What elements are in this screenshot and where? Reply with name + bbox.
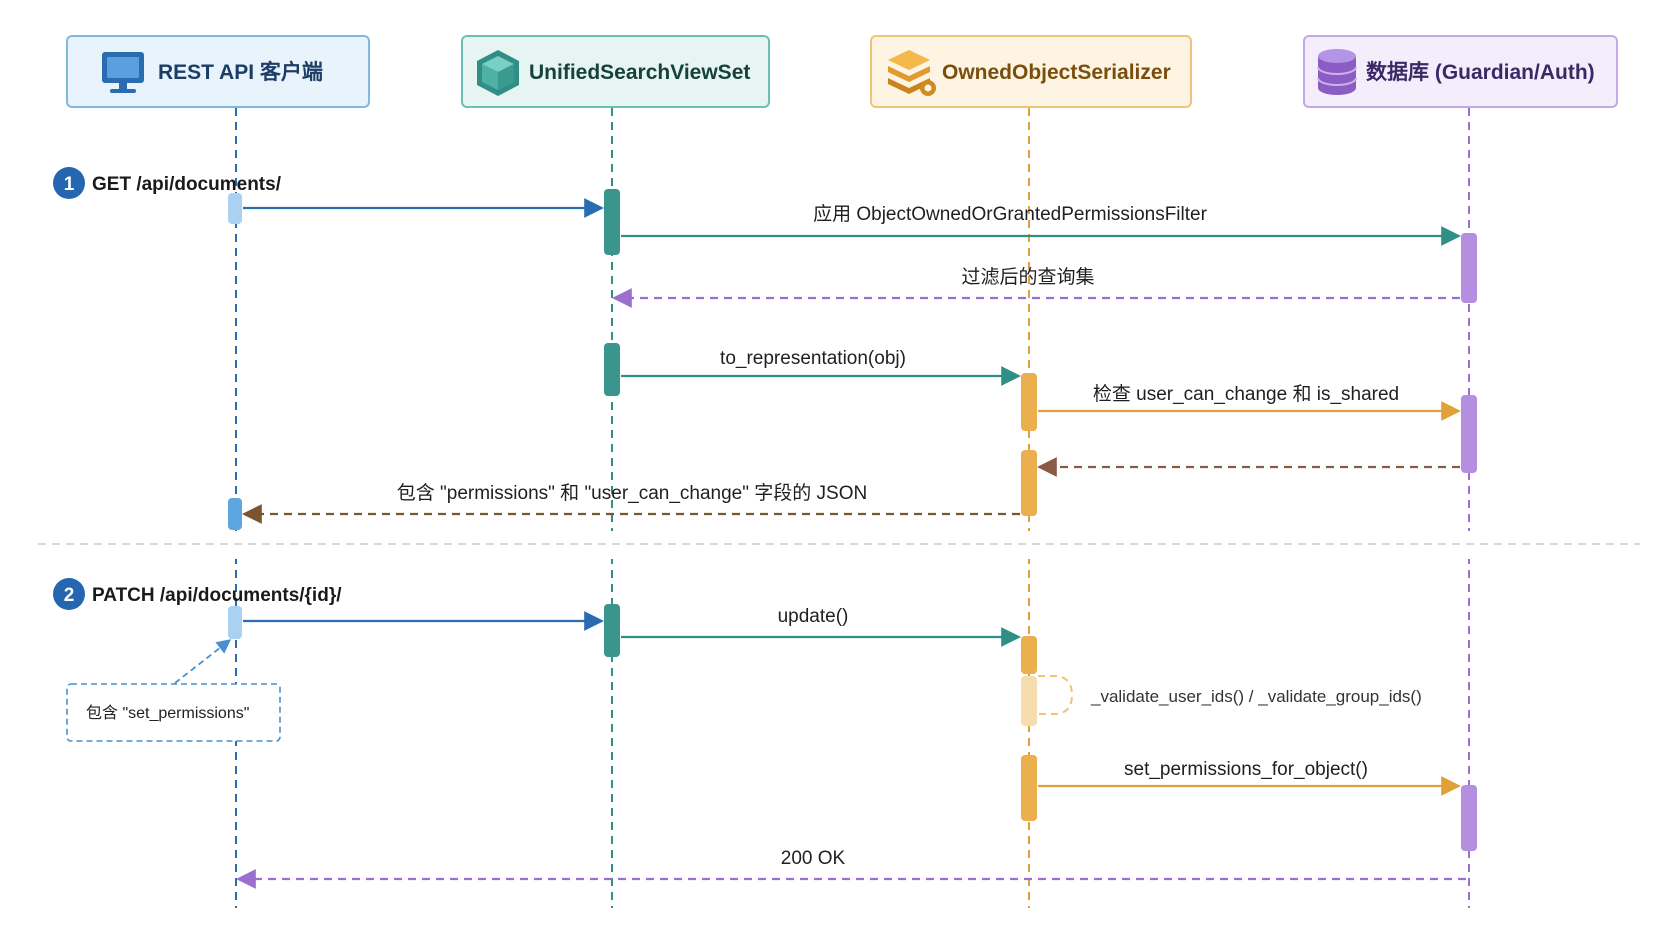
activation-client-3 xyxy=(228,606,242,639)
message-label-9: update() xyxy=(778,606,849,627)
message-label-12: 200 OK xyxy=(781,848,846,869)
cube-icon xyxy=(477,50,519,96)
actor-serializer: OwnedObjectSerializer xyxy=(870,35,1192,108)
database-icon xyxy=(1317,49,1357,95)
step-2-label: PATCH /api/documents/{id}/ xyxy=(92,585,342,606)
activation-database-3 xyxy=(1461,785,1477,851)
actor-viewset: UnifiedSearchViewSet xyxy=(461,35,770,108)
activation-database-2 xyxy=(1461,395,1477,473)
step-2: 2 PATCH /api/documents/{id}/ xyxy=(53,578,342,610)
message-label-3: 过滤后的查询集 xyxy=(961,266,1094,288)
activation-client-1 xyxy=(228,193,242,224)
message-label-7: 包含 "permissions" 和 "user_can_change" 字段的… xyxy=(397,482,867,504)
monitor-icon xyxy=(102,52,144,93)
layers-gear-icon xyxy=(888,50,936,96)
message-label-10: _validate_user_ids() / _validate_group_i… xyxy=(1090,687,1422,706)
actor-label-database: 数据库 (Guardian/Auth) xyxy=(1366,60,1595,84)
message-label-2: 应用 ObjectOwnedOrGrantedPermissionsFilter xyxy=(813,203,1208,225)
activation-viewset-3 xyxy=(604,604,620,657)
activation-serializer-3 xyxy=(1021,636,1037,674)
actor-database: 数据库 (Guardian/Auth) xyxy=(1303,35,1618,108)
activation-viewset-1 xyxy=(604,189,620,255)
activation-serializer-4 xyxy=(1021,676,1037,726)
note-set-permissions: 包含 "set_permissions" xyxy=(66,639,281,742)
activation-serializer-2 xyxy=(1021,450,1037,516)
message-label-11: set_permissions_for_object() xyxy=(1124,759,1368,780)
actor-client: REST API 客户端 xyxy=(66,35,370,108)
activation-viewset-2 xyxy=(604,343,620,396)
activation-serializer-5 xyxy=(1021,755,1037,821)
step-1: 1 GET /api/documents/ xyxy=(53,167,282,199)
activation-serializer-1 xyxy=(1021,373,1037,431)
message-label-5: 检查 user_can_change 和 is_shared xyxy=(1093,383,1399,405)
self-call-arrow xyxy=(1038,675,1074,715)
activation-client-2 xyxy=(228,498,242,530)
note-connector-arrow xyxy=(174,639,232,684)
step-1-number: 1 xyxy=(64,174,75,195)
actor-label-viewset: UnifiedSearchViewSet xyxy=(529,61,750,84)
activation-database-1 xyxy=(1461,233,1477,303)
note-label: 包含 "set_permissions" xyxy=(86,704,249,722)
step-2-number: 2 xyxy=(64,585,75,606)
actor-label-client: REST API 客户端 xyxy=(158,60,323,84)
message-label-4: to_representation(obj) xyxy=(720,348,906,369)
step-1-label: GET /api/documents/ xyxy=(92,174,282,195)
actor-label-serializer: OwnedObjectSerializer xyxy=(942,61,1171,84)
